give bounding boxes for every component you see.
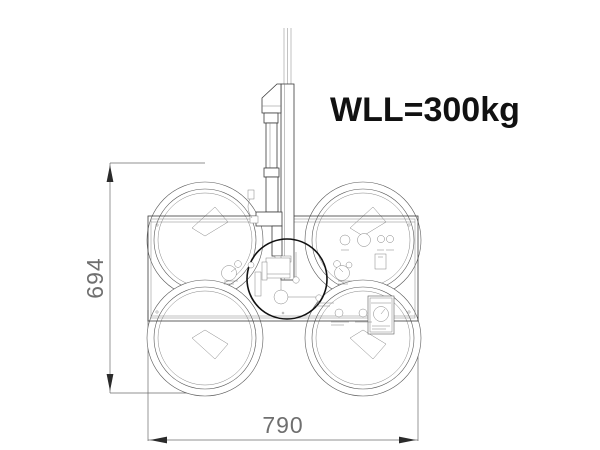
valve-knob-right <box>292 276 300 284</box>
suction-port-left <box>221 265 237 281</box>
frame-center-mark <box>281 311 285 315</box>
port-link-right <box>338 267 344 273</box>
arrow-right <box>399 436 416 444</box>
control-switch-block <box>374 253 387 270</box>
frame-button-b <box>358 308 368 318</box>
vertical-mast-assembly <box>247 28 295 296</box>
micro-label-group <box>224 280 372 326</box>
control-indicator-2 <box>386 235 394 243</box>
control-panel-top-right <box>339 233 394 270</box>
frame-corner-mark-tl <box>155 223 159 227</box>
gauge-needle <box>380 308 386 315</box>
port-right-b <box>345 261 353 269</box>
frame-corner-mark-tr <box>407 223 411 227</box>
port-left-b <box>247 261 255 269</box>
mast-collar-upper <box>263 112 279 124</box>
dimension-value-height: 694 <box>82 257 108 298</box>
mast-barrel-upper <box>265 122 278 169</box>
cup-lever-bl <box>191 329 229 360</box>
arrow-left <box>150 436 167 444</box>
control-button-1 <box>339 234 351 246</box>
gauge-label-plate-bottom-right <box>367 295 395 335</box>
vacuum-port-circle <box>273 289 289 305</box>
mast-lever-grip <box>247 189 255 200</box>
dimension-width-790: 790 <box>147 310 419 444</box>
suction-port-right <box>334 265 350 281</box>
mast-barrel-lower <box>265 176 279 213</box>
frame-corner-mark-br <box>407 310 411 314</box>
control-button-2 <box>357 233 371 247</box>
cup-lever-br <box>349 329 387 360</box>
detail-highlight-circle <box>246 238 328 320</box>
port-left-a <box>234 260 242 268</box>
frame-corner-mark-bl <box>155 310 159 314</box>
central-valve-assembly <box>254 252 323 305</box>
wll-label: WLL=300kg <box>330 91 520 129</box>
mast-column <box>280 83 295 281</box>
mast-pivot-pin <box>249 215 259 224</box>
port-link-left <box>230 267 237 273</box>
port-fittings-group <box>221 260 353 281</box>
mast-head-bracket <box>261 83 282 114</box>
mast-collar-mid <box>263 167 280 178</box>
gauge-plate-inner <box>369 297 393 333</box>
dimension-value-width: 790 <box>262 412 303 438</box>
valve-cylinder-left <box>254 271 262 297</box>
control-indicator-1 <box>377 235 385 243</box>
arrow-down <box>106 374 114 391</box>
arrow-up <box>106 165 114 182</box>
valve-side-block <box>261 261 268 281</box>
dimension-height-694: 694 <box>82 162 205 394</box>
frame-button-a <box>334 308 344 318</box>
mast-pivot-block <box>255 211 283 227</box>
cup-bottom-left <box>146 279 264 397</box>
valve-body <box>265 257 291 279</box>
